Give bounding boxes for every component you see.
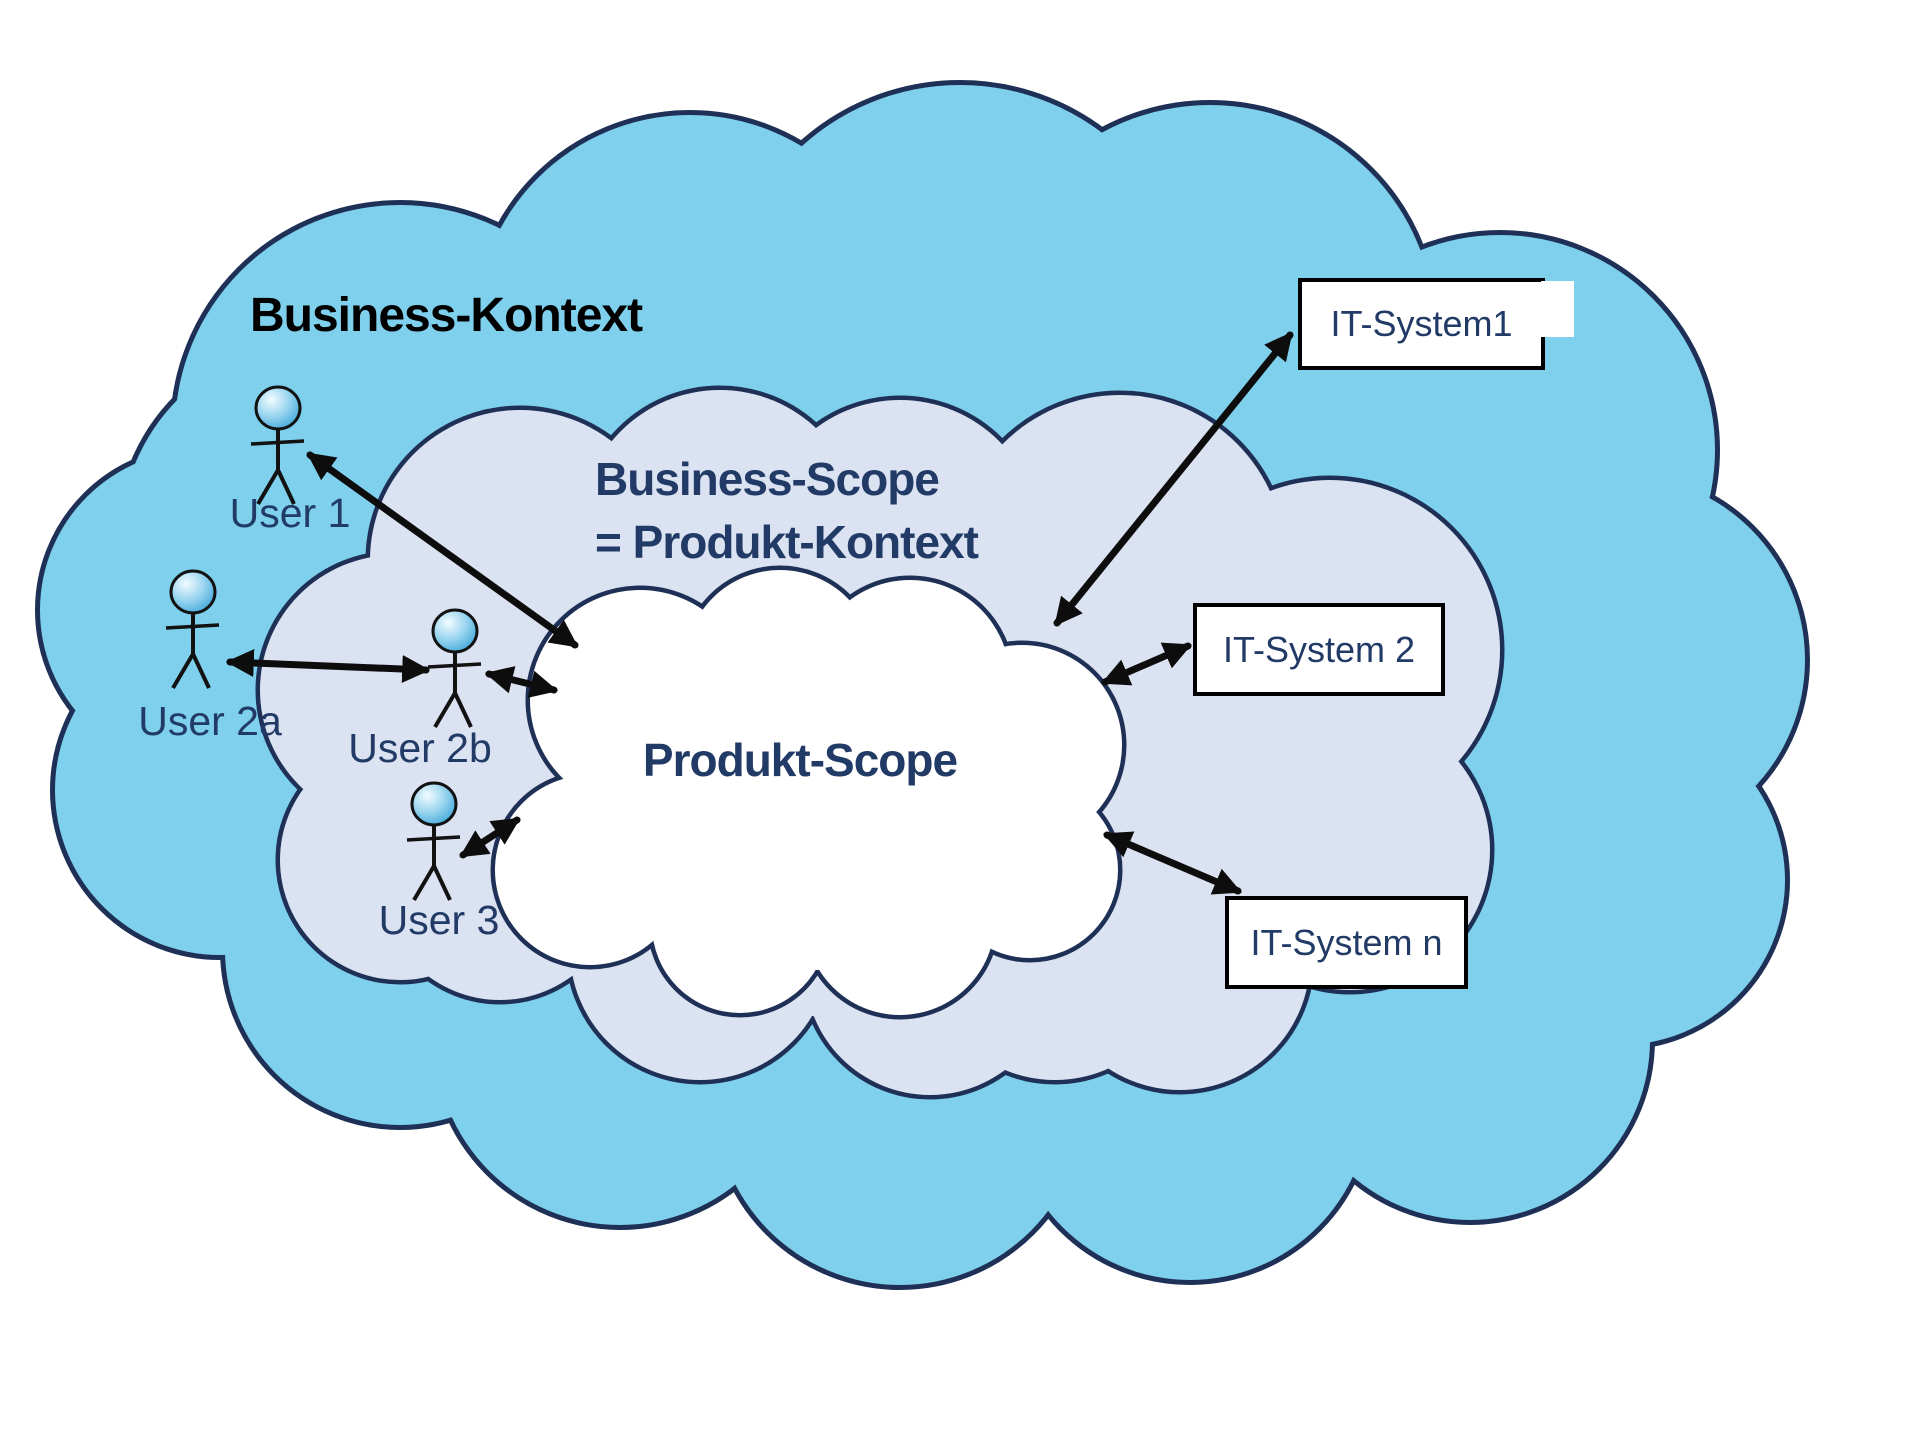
arrow-user2a-user2b: [225, 648, 431, 684]
inner-cloud-label: Produkt-Scope: [642, 734, 958, 786]
arrow-produktscope-itsystem2: [1101, 642, 1192, 686]
middle-cloud-label-line2: = Produkt-Kontext: [595, 516, 979, 568]
it-system1-box-tab: [1541, 281, 1574, 337]
it-system1-label: IT-System1: [1330, 303, 1513, 344]
arrow-user1-produktscope: [306, 451, 579, 649]
user-2a-label: User 2a: [138, 698, 282, 744]
arrow-user2b-produktscope: [484, 666, 559, 698]
middle-cloud-label: Business-Scope = Produkt-Kontext: [595, 448, 979, 574]
user-2b-label: User 2b: [348, 725, 492, 771]
arrow-produktscope-itsystemn: [1103, 831, 1242, 895]
arrow-user3-produktscope: [459, 816, 521, 859]
it-system1-box: IT-System1: [1298, 278, 1545, 370]
it-systemn-label: IT-System n: [1250, 921, 1443, 963]
middle-cloud-label-line1: Business-Scope: [595, 453, 940, 505]
outer-cloud-label: Business-Kontext: [250, 289, 643, 342]
it-system2-box: IT-System 2: [1193, 603, 1445, 696]
arrow-produktscope-itsystem1: [1053, 331, 1294, 627]
user-3-label: User 3: [378, 897, 500, 943]
it-systemn-box: IT-System n: [1225, 896, 1468, 989]
it-system2-label: IT-System 2: [1222, 628, 1416, 670]
user-1-label: User 1: [229, 490, 351, 536]
